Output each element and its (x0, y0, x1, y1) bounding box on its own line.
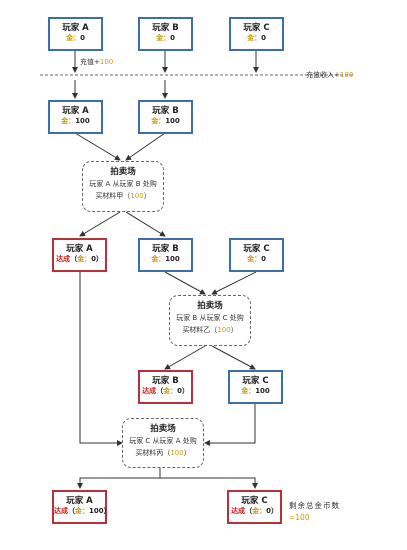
player-name: 玩家 A (66, 496, 93, 506)
auction-line-2: 买材料甲（100） (95, 192, 151, 200)
player-name: 玩家 C (241, 496, 268, 506)
gold-value: 100 (165, 255, 180, 263)
gold-label: 金： (252, 507, 267, 515)
player-b-after-sale: 玩家 B 金：100 (138, 238, 193, 272)
player-a-recharged: 玩家 A 金：100 (48, 100, 103, 134)
player-name: 玩家 B (152, 244, 179, 254)
gold-value: 0 (266, 507, 271, 515)
gold-value: 100 (255, 387, 270, 395)
auction-line-2: 买材料乙（100） (182, 326, 238, 334)
player-name: 玩家 A (62, 23, 89, 33)
gold-label: 金： (163, 387, 178, 395)
player-c-after-sale: 玩家 C 金：100 (228, 370, 283, 404)
auction-house-3: 拍卖场 玩家 C 从玩家 A 处购 买材料丙（100） (122, 418, 204, 468)
player-name: 玩家 C (243, 244, 270, 254)
gold-label: 金： (77, 255, 92, 263)
total-label: 剩余总金币数 (289, 501, 340, 510)
gold-value: 0 (91, 255, 96, 263)
recharge-label: 充值+100 (80, 58, 114, 66)
auction-title: 拍卖场 (197, 301, 223, 311)
gold-value: 0 (170, 34, 175, 42)
player-name: 玩家 B (152, 23, 179, 33)
player-name: 玩家 A (62, 106, 89, 116)
gold-value: 0 (177, 387, 182, 395)
done-label: 达成 (56, 255, 71, 263)
player-b-initial: 玩家 B 金：0 (138, 17, 193, 51)
done-label: 达成 (231, 507, 246, 515)
player-c-final: 玩家 C 达成（金：0） (227, 490, 282, 524)
gold-value: 100 (75, 117, 90, 125)
auction-title: 拍卖场 (150, 424, 176, 434)
gold-value: 100 (165, 117, 180, 125)
player-name: 玩家 C (243, 23, 270, 33)
auction-house-2: 拍卖场 玩家 B 从玩家 C 处购 买材料乙（100） (169, 295, 251, 346)
gold-label: 金： (61, 117, 76, 125)
gold-label: 金： (247, 34, 262, 42)
player-a-final: 玩家 A 达成（金：100） (52, 490, 111, 524)
gold-value: 0 (80, 34, 85, 42)
gold-label: 金： (151, 117, 166, 125)
player-b-goal-reached: 玩家 B 达成（金：0） (138, 370, 193, 404)
auction-line-1: 玩家 A 从玩家 B 处购 (89, 180, 157, 188)
gold-label: 金： (151, 255, 166, 263)
gold-label: 金： (66, 34, 81, 42)
player-c-waiting: 玩家 C 金：0 (229, 238, 284, 272)
player-name: 玩家 A (66, 244, 93, 254)
gold-label: 金： (241, 387, 256, 395)
gold-label: 金： (156, 34, 171, 42)
player-c-initial: 玩家 C 金：0 (229, 17, 284, 51)
done-label: 达成 (54, 507, 68, 515)
gold-value: 0 (261, 255, 266, 263)
income-label: 充值收入+100 (306, 71, 354, 79)
auction-title: 拍卖场 (110, 167, 136, 177)
remaining-total-gold: 剩余总金币数 =100 (289, 500, 340, 524)
auction-line-2: 买材料丙（100） (135, 449, 191, 457)
gold-label: 金： (75, 507, 89, 515)
auction-house-1: 拍卖场 玩家 A 从玩家 B 处购 买材料甲（100） (82, 161, 164, 212)
player-a-initial: 玩家 A 金：0 (48, 17, 103, 51)
player-name: 玩家 B (152, 376, 179, 386)
player-name: 玩家 B (152, 106, 179, 116)
player-name: 玩家 C (242, 376, 269, 386)
auction-line-1: 玩家 C 从玩家 A 处购 (129, 437, 197, 445)
done-label: 达成 (142, 387, 157, 395)
total-value: =100 (289, 513, 310, 522)
gold-value: 100 (89, 507, 104, 515)
player-a-goal-reached: 玩家 A 达成（金：0） (52, 238, 107, 272)
player-b-recharged: 玩家 B 金：100 (138, 100, 193, 134)
gold-label: 金： (247, 255, 262, 263)
auction-line-1: 玩家 B 从玩家 C 处购 (176, 314, 244, 322)
gold-value: 0 (261, 34, 266, 42)
